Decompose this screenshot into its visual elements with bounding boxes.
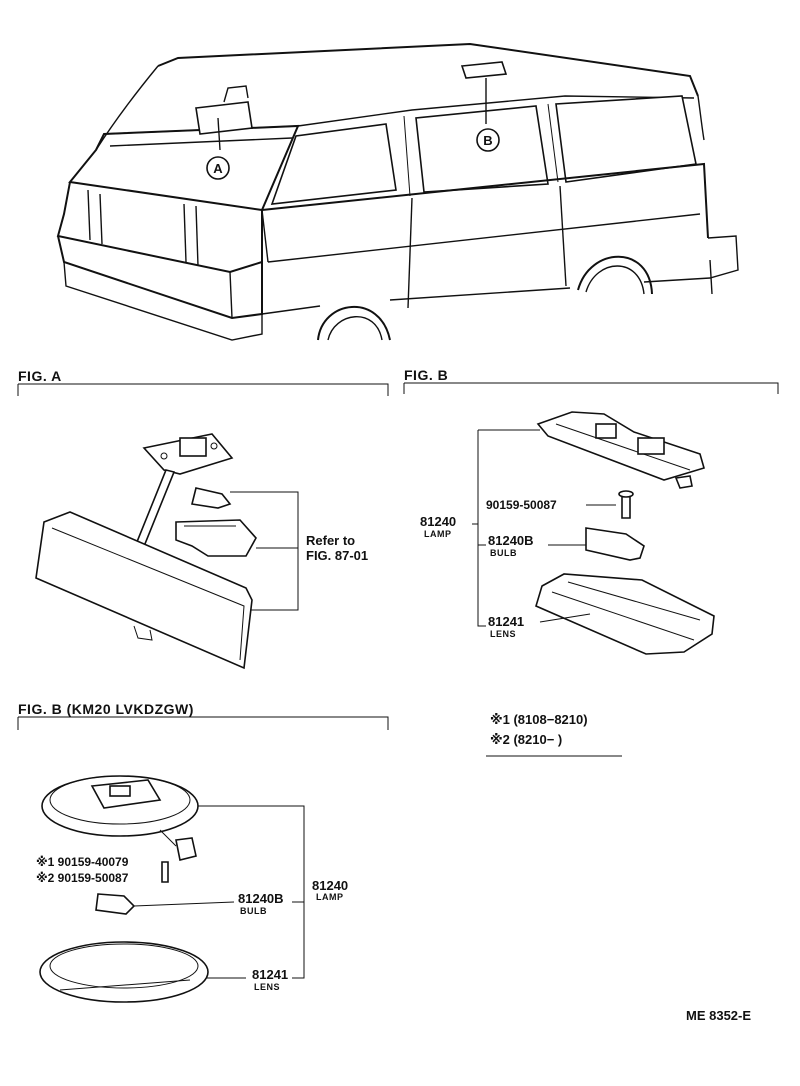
van-illustration <box>56 42 739 341</box>
fig-b-km20-section: FIG. B (KM20 LVKDZGW) ※1 90159-40079 ※2 … <box>17 701 389 1003</box>
callout-a: A <box>213 161 223 176</box>
fig-b-km20-lamp-name: LAMP <box>316 892 344 902</box>
fig-b-lens-name: LENS <box>490 629 516 639</box>
fig-b-lens-no: 81241 <box>488 614 524 629</box>
fig-b-lamp-no: 81240 <box>420 514 456 529</box>
fig-b-bulb-name: BULB <box>490 548 517 558</box>
callout-b-marker: B <box>460 61 508 152</box>
fig-b-km20-lens-name: LENS <box>254 982 280 992</box>
fig-b-km20-title: FIG. B (KM20 LVKDZGW) <box>18 701 194 717</box>
fig-a-refer-line1: Refer to <box>306 533 355 548</box>
callout-a-marker: A <box>195 85 253 180</box>
fig-a-refer-line2: FIG. 87-01 <box>306 548 368 563</box>
fig-b-km20-lens-no: 81241 <box>252 967 288 982</box>
fig-a-title: FIG. A <box>18 368 62 384</box>
fig-b-screw: 90159-50087 <box>486 498 557 512</box>
page-code: ME 8352-E <box>686 1008 751 1023</box>
fig-b-km20-screw2: ※2 90159-50087 <box>36 871 129 885</box>
fig-b-km20-lamp-no: 81240 <box>312 878 348 893</box>
fig-a-section: FIG. A Refer to FIG. 87-01 <box>17 368 389 670</box>
callout-b: B <box>483 133 492 148</box>
fig-b-km20-screw1: ※1 90159-40079 <box>36 855 129 869</box>
fig-b-bulb-no: 81240B <box>488 533 534 548</box>
fig-b-km20-bulb-no: 81240B <box>238 891 284 906</box>
legend-note1: ※1 (8108−8210) <box>490 712 588 727</box>
fig-b-km20-bulb-name: BULB <box>240 906 267 916</box>
fig-b-lamp-name: LAMP <box>424 529 452 539</box>
fig-b-section: FIG. B 81240 LAMP 90159-50087 81240B BUL… <box>403 367 779 655</box>
legend: ※1 (8108−8210) ※2 (8210− ) <box>486 712 622 757</box>
legend-note2: ※2 (8210− ) <box>490 732 562 747</box>
fig-b-title: FIG. B <box>404 367 448 383</box>
